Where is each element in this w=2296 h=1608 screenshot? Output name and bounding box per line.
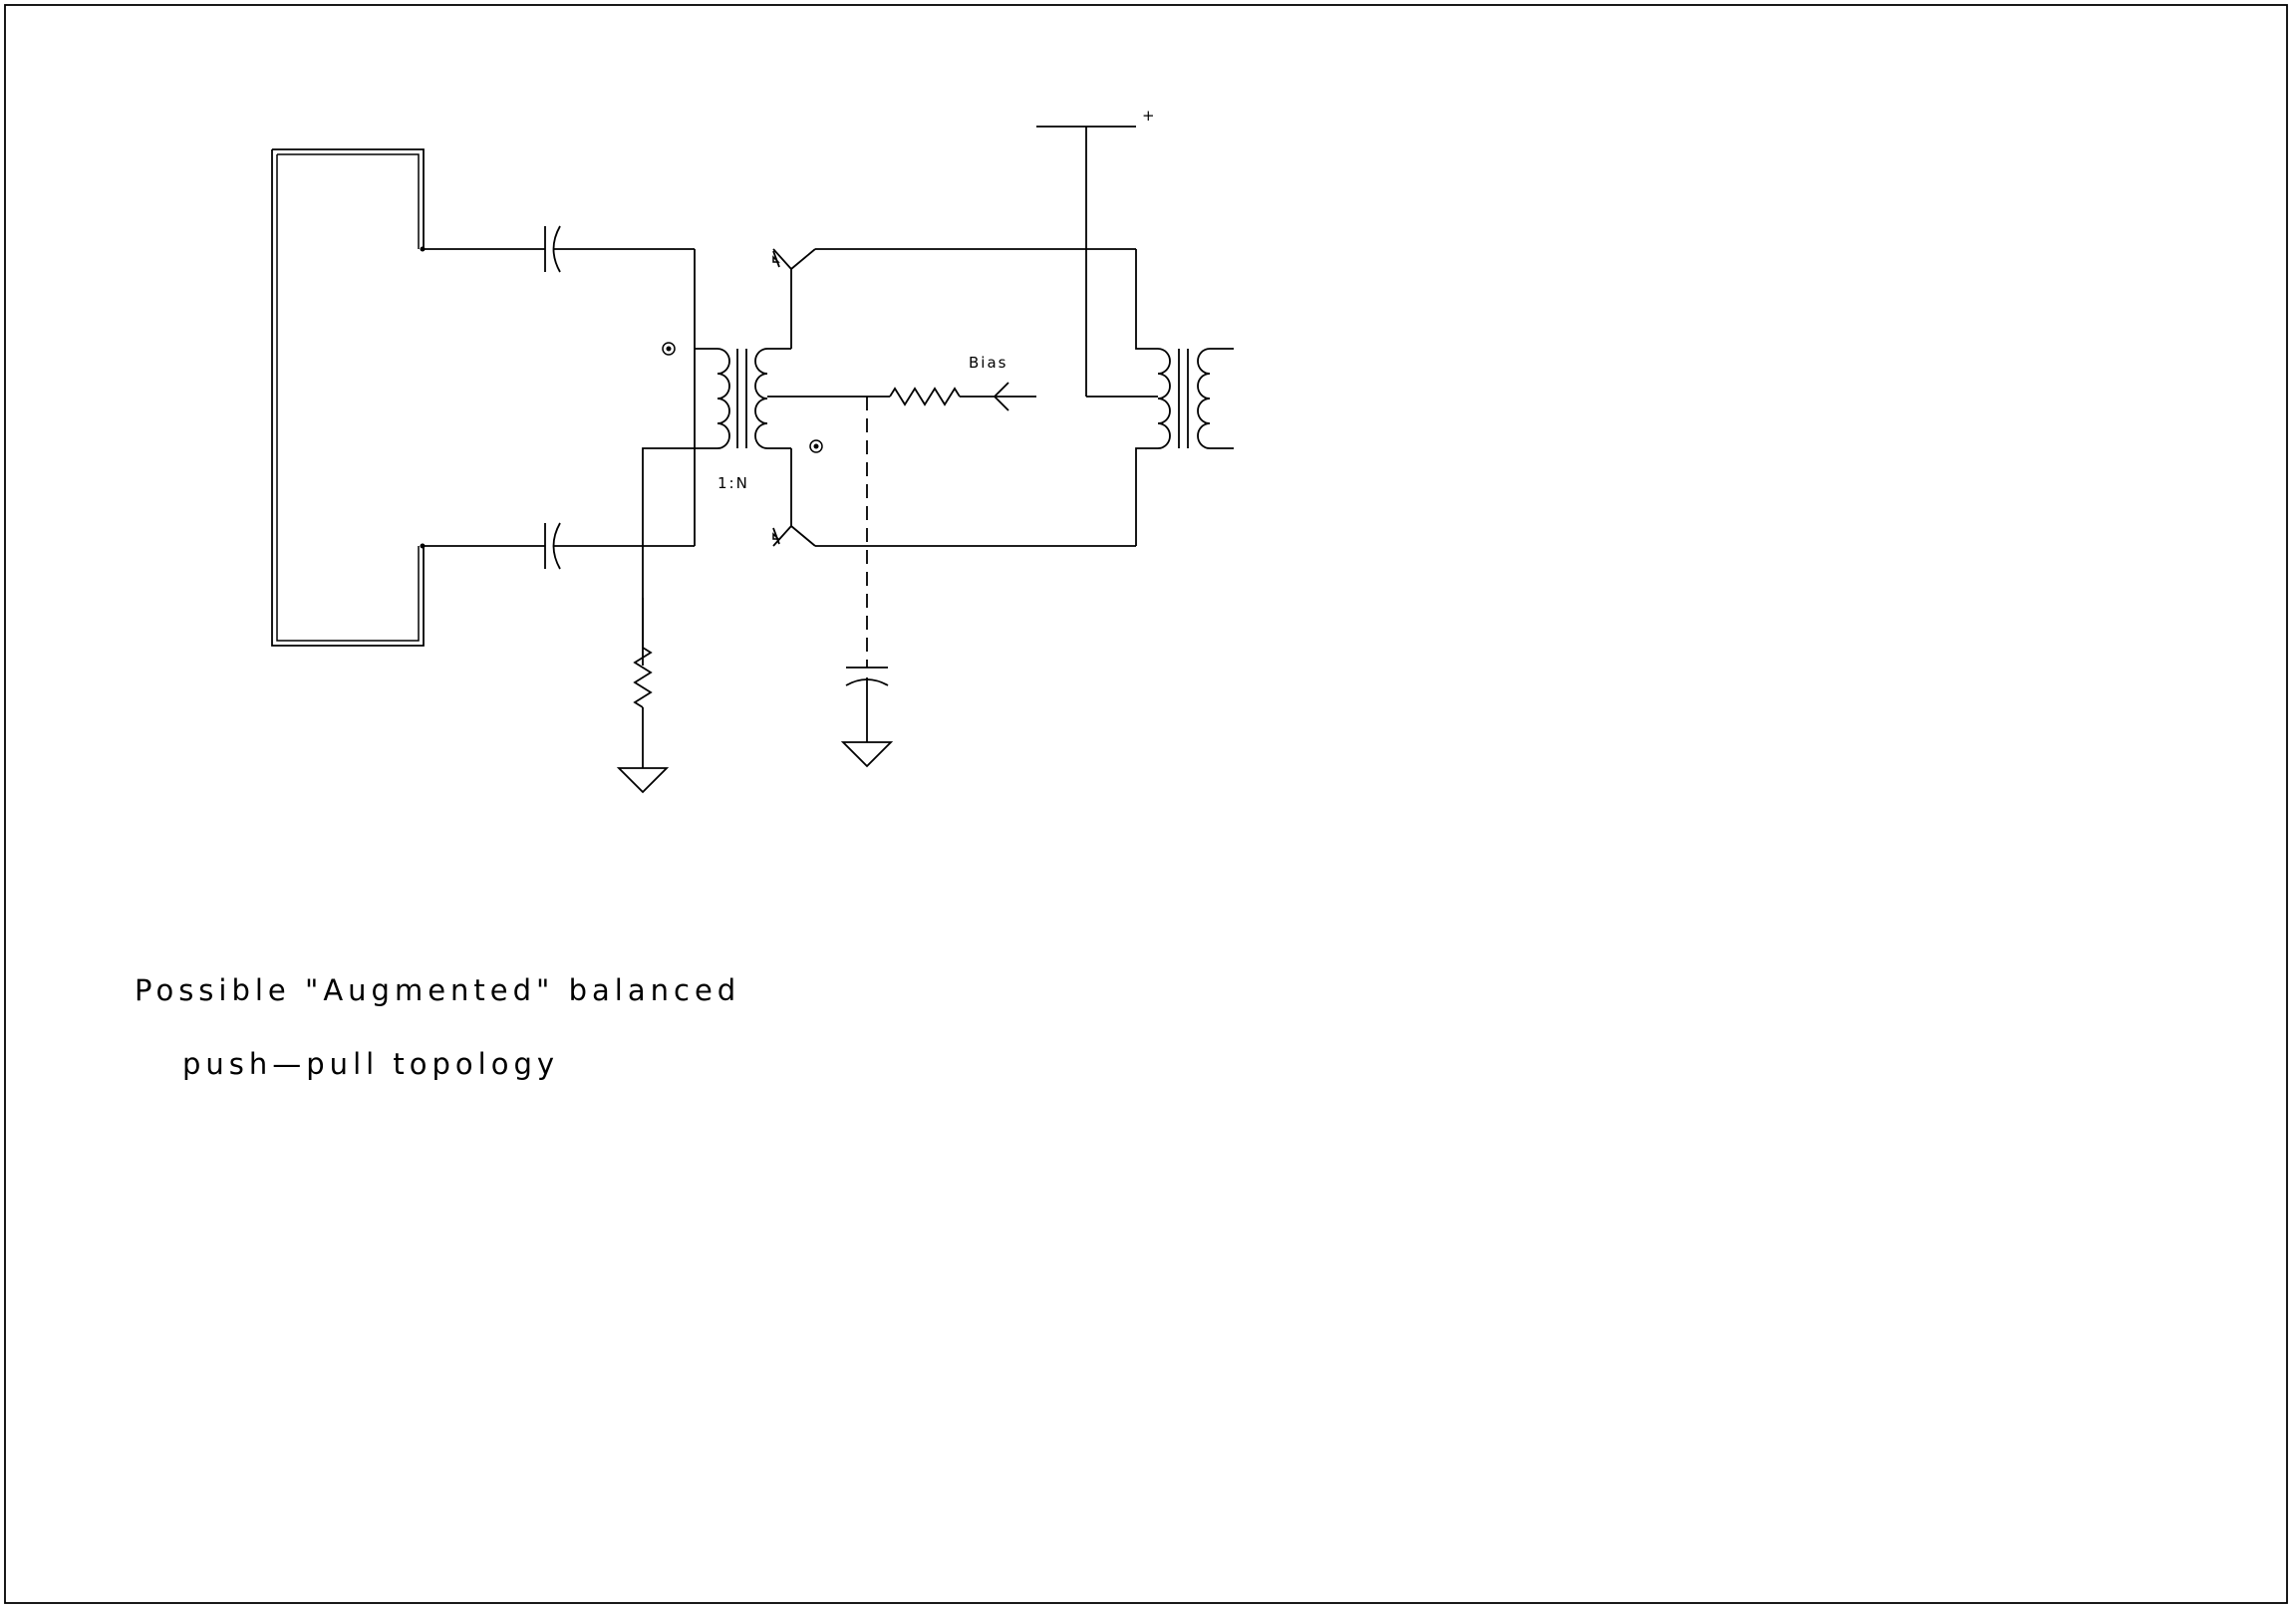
bias-label: Bias [969,354,1007,372]
bypass-capacitor [840,397,894,768]
transistor-bottom [772,448,1136,547]
supply-rail: + [1036,107,1158,398]
ground-symbol [616,767,670,794]
tank-circuit-block [271,148,426,647]
bias-network: Bias [867,354,1036,411]
turns-ratio-label: 1:N [718,474,749,492]
output-transformer [1135,249,1234,546]
supply-plus-label: + [1142,107,1157,125]
transistor-top [772,248,1136,349]
ground-symbol [840,741,894,768]
caption-line-2: push—pull topology [182,1047,559,1081]
input-transformer: 1:N [642,249,867,666]
input-capacitor-top [424,225,695,273]
caption-line-1: Possible "Augmented" balanced [135,973,740,1007]
emitter-resistor [616,598,670,794]
input-capacitor-bottom [424,522,695,570]
drawing-frame [4,4,2288,1604]
